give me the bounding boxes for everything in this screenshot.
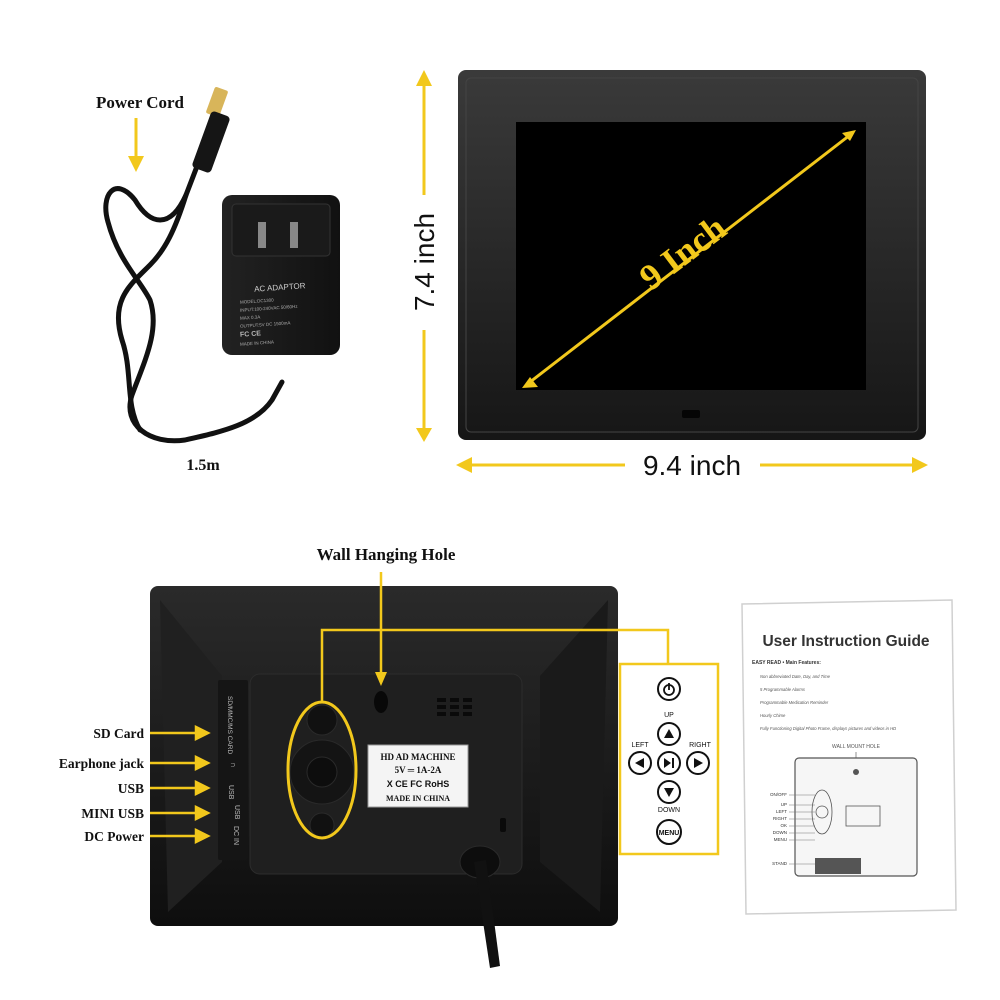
manual-feature-5: Fully Functioning Digital Photo Frame, d…	[760, 726, 896, 731]
manual-label-ok: OK	[780, 823, 787, 828]
port-strip-sd: SD/MMC/MS CARD	[226, 696, 233, 754]
plug-prong-right	[290, 222, 298, 248]
manual-label-menu: MENU	[774, 837, 787, 842]
down-label: DOWN	[658, 807, 680, 814]
menu-button: MENU	[656, 819, 682, 845]
back-button-cluster	[286, 700, 358, 840]
left-label: LEFT	[631, 742, 649, 749]
power-button	[657, 677, 681, 701]
menu-label: MENU	[659, 830, 680, 837]
power-plug-tip	[192, 87, 230, 173]
height-label: 7.4 inch	[409, 213, 440, 311]
adaptor-line-2: INPUT:100-240VAC 50/60Hz	[240, 304, 299, 313]
instruction-manual: User Instruction Guide EASY READ • Main …	[741, 599, 957, 915]
port-label-usb: USB	[118, 781, 144, 796]
power-cord-cable	[103, 119, 285, 444]
manual-feature-4: Hourly Chime	[760, 713, 786, 718]
manual-label-stand: STAND	[772, 861, 788, 866]
left-button	[628, 751, 652, 775]
wall-hanging-label: Wall Hanging Hole	[317, 545, 456, 564]
port-strip-dc: DC IN	[232, 826, 239, 845]
manual-diagram-title: WALL MOUNT HOLE	[832, 744, 881, 750]
manual-label-up: UP	[781, 802, 787, 807]
wall-hanging-arrow	[375, 572, 387, 686]
sticker-origin: MADE IN CHINA	[386, 794, 450, 803]
adaptor-line-3: MAX 0.3A	[240, 314, 261, 320]
port-label-earphone: Earphone jack	[59, 756, 145, 771]
port-strip	[218, 680, 248, 860]
port-arrows	[150, 724, 211, 845]
height-dimension: 7.4 inch	[405, 70, 445, 442]
power-cord-arrow	[128, 118, 144, 172]
port-strip-earphone: ∩	[229, 762, 238, 768]
down-button	[657, 780, 681, 804]
manual-feature-3: Programmable Medication Reminder	[760, 700, 829, 705]
right-button	[686, 751, 710, 775]
adaptor-marks: FC CE	[240, 330, 262, 338]
up-button	[657, 722, 681, 746]
manual-label-left: LEFT	[776, 809, 787, 814]
button-callout-connector	[320, 628, 670, 702]
sticker-marks: X CE FC RoHS	[387, 779, 450, 789]
manual-title: User Instruction Guide	[762, 633, 929, 650]
manual-feature-1: Non abbreviated Date, Day, and Time	[760, 674, 831, 679]
sticker-rating: 5V ═ 1A-2A	[395, 765, 442, 775]
port-label-mini-usb: MINI USB	[81, 806, 144, 821]
manual-label-right: RIGHT	[773, 816, 787, 821]
plug-prong-left	[258, 222, 266, 248]
port-strip-mini-usb: USB	[233, 805, 240, 820]
frame-stand	[459, 845, 501, 968]
product-sticker: HD AD MACHINE 5V ═ 1A-2A X CE FC RoHS MA…	[367, 744, 469, 808]
button-callout-panel: UP LEFT RIGHT DOWN MENU	[618, 662, 720, 856]
manual-label-down: DOWN	[773, 830, 787, 835]
ac-adaptor: AC ADAPTOR MODEL:DC1300 INPUT:100-240VAC…	[222, 195, 340, 355]
ir-sensor	[682, 410, 700, 418]
wall-hanging-hole	[374, 691, 388, 713]
port-label-sd-card: SD Card	[93, 726, 144, 741]
adaptor-line-4: OUTPUT:5V DC 1500mA	[240, 320, 291, 329]
reset-hole	[500, 818, 506, 832]
port-strip-usb: USB	[227, 785, 234, 800]
port-label-dc-power: DC Power	[84, 829, 144, 844]
width-dimension: 9.4 inch	[456, 446, 928, 484]
sticker-title: HD AD MACHINE	[380, 752, 455, 762]
power-cord-label: Power Cord	[96, 93, 185, 112]
width-label: 9.4 inch	[643, 450, 741, 481]
manual-feature-2: 5 Programmable Alarms	[760, 687, 806, 692]
adaptor-line-1: MODEL:DC1300	[240, 297, 275, 304]
manual-frame-diagram	[794, 757, 918, 877]
manual-label-onoff: ON/OFF	[770, 792, 787, 797]
cable-length-label: 1.5m	[186, 457, 220, 474]
manual-subtitle: EASY READ • Main Features:	[752, 660, 821, 666]
right-label: RIGHT	[689, 742, 712, 749]
adaptor-line-5: MADE IN CHINA	[240, 339, 274, 346]
up-label: UP	[664, 712, 674, 719]
speaker-grille	[437, 698, 472, 716]
adaptor-title: AC ADAPTOR	[254, 281, 306, 294]
ok-button	[657, 751, 681, 775]
